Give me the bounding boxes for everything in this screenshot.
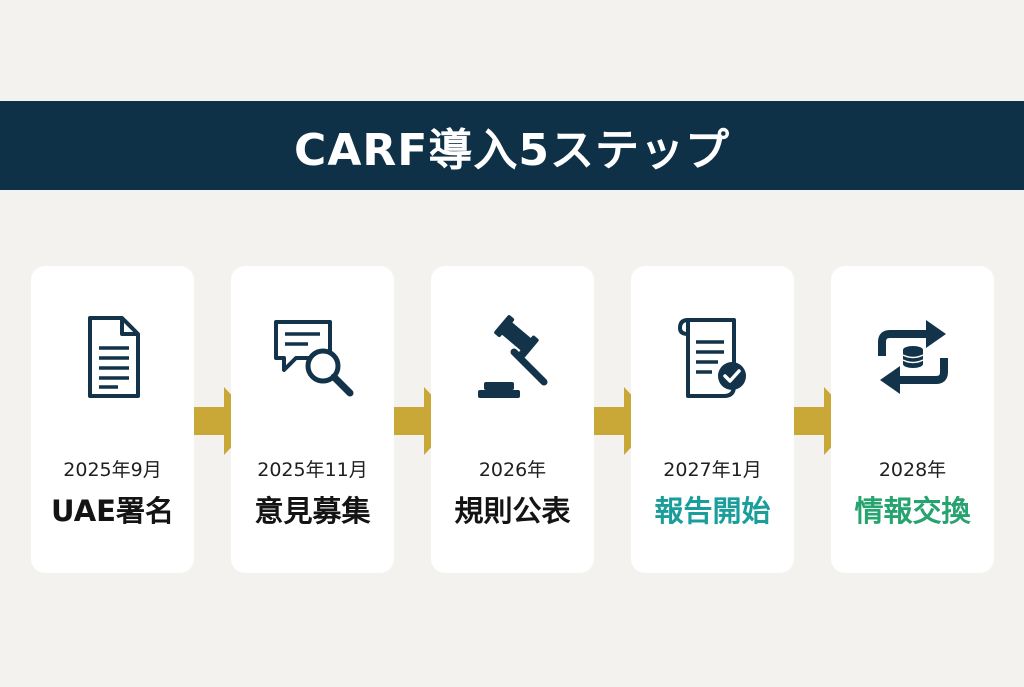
step-card-4: 2027年1月 報告開始 xyxy=(631,266,794,573)
step-date: 2028年 xyxy=(878,459,947,481)
arrow-right-icon xyxy=(194,387,256,455)
report-check-icon xyxy=(677,318,746,398)
exchange-icon xyxy=(877,320,948,394)
step-date: 2026年 xyxy=(478,459,547,481)
step-date: 2025年11月 xyxy=(257,459,368,481)
arrow-right-icon xyxy=(394,387,456,455)
arrow-right-icon xyxy=(794,387,856,455)
step-date: 2027年1月 xyxy=(663,459,762,481)
step-label: 情報交換 xyxy=(854,494,971,528)
page-title: CARF導入5ステップ xyxy=(294,124,730,176)
arrow-right-icon xyxy=(594,387,656,455)
document-icon xyxy=(87,316,140,398)
gavel-icon xyxy=(477,315,547,398)
step-label: UAE署名 xyxy=(51,494,174,528)
step-date: 2025年9月 xyxy=(63,459,162,481)
step-label: 規則公表 xyxy=(454,494,571,528)
step-card-3: 2026年 規則公表 xyxy=(431,266,594,573)
title-banner: CARF導入5ステップ xyxy=(0,101,1024,190)
consultation-search-icon xyxy=(273,320,353,397)
step-label: 報告開始 xyxy=(654,494,771,528)
step-card-5: 2028年 情報交換 xyxy=(831,266,994,573)
step-label: 意見募集 xyxy=(254,494,371,528)
step-card-2: 2025年11月 意見募集 xyxy=(231,266,394,573)
step-card-1: 2025年9月 UAE署名 xyxy=(31,266,194,573)
